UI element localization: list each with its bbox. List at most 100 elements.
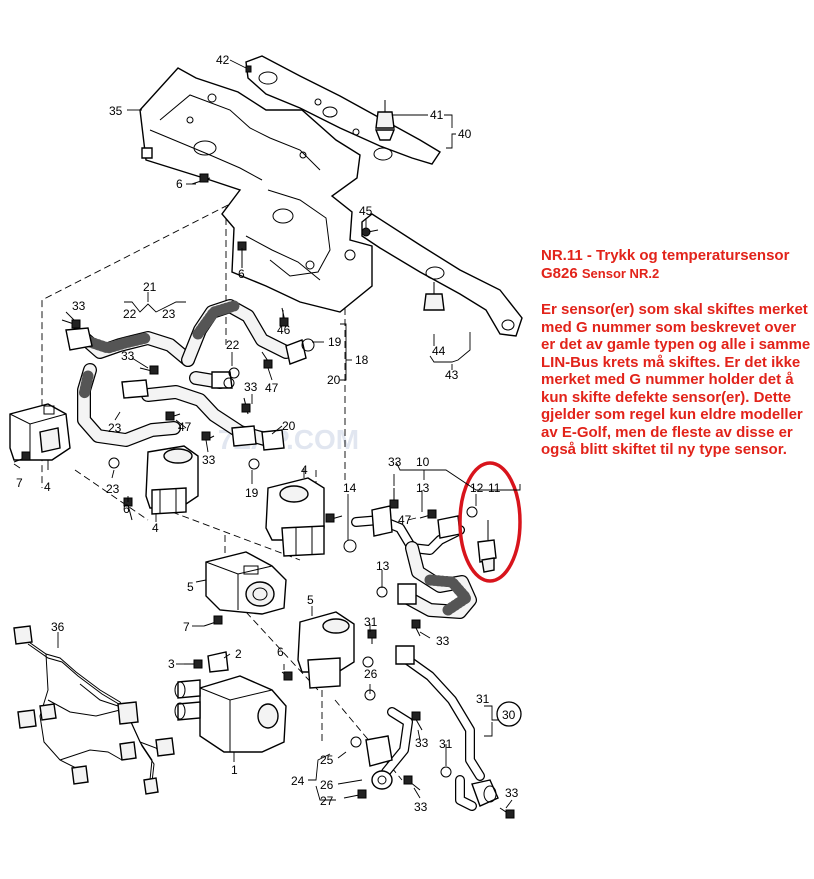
screw-icon (343, 789, 367, 799)
callout-circle-30 (496, 701, 522, 727)
label-21: 21 (143, 280, 157, 294)
note-title: NR.11 - Trykk og temperatursensor G826 S… (541, 247, 811, 282)
screw-icon (61, 319, 81, 329)
highlight-circle (458, 461, 522, 583)
label-18: 18 (355, 353, 369, 367)
label-13a: 13 (416, 481, 430, 495)
label-27: 27 (320, 794, 334, 808)
label-23c: 23 (106, 482, 120, 496)
coolant-hose-assembly (65, 299, 315, 451)
label-33h: 33 (414, 800, 428, 814)
label-31b: 31 (476, 692, 490, 706)
label-30: 30 (502, 708, 516, 722)
label-12: 12 (470, 481, 484, 495)
label-6d: 6 (277, 645, 284, 659)
label-33g: 33 (415, 736, 429, 750)
label-25: 25 (320, 753, 334, 767)
label-44: 44 (432, 344, 446, 358)
label-3: 3 (168, 657, 175, 671)
label-33f: 33 (436, 634, 450, 648)
screw-icon (191, 173, 211, 185)
note-title-suffix: Sensor NR.2 (581, 265, 660, 281)
label-45: 45 (359, 204, 373, 218)
label-46: 46 (277, 323, 291, 337)
label-42: 42 (216, 53, 230, 67)
label-23b: 23 (108, 421, 122, 435)
label-23a: 23 (162, 307, 176, 321)
label-41: 41 (430, 108, 444, 122)
label-4c: 4 (152, 521, 159, 535)
screw-icon (403, 775, 421, 791)
actuator-4-center (145, 445, 199, 515)
note-body: Er sensor(er) som skal skiftes merket me… (541, 301, 811, 458)
screw-icon (325, 513, 343, 523)
note-title-main: NR.11 - Trykk og temperatursensor G826 (541, 247, 790, 282)
screw-icon (499, 807, 515, 819)
label-6a: 6 (176, 177, 183, 191)
label-33i: 33 (505, 786, 519, 800)
label-26a: 26 (364, 667, 378, 681)
screw-icon (281, 671, 293, 681)
label-4b: 4 (44, 480, 51, 494)
label-6c: 6 (123, 502, 130, 516)
screw-icon (184, 659, 203, 669)
mounting-bracket (139, 67, 373, 313)
screw-icon (419, 509, 437, 519)
label-43: 43 (445, 368, 459, 382)
label-33c: 33 (244, 380, 258, 394)
label-20b: 20 (282, 419, 296, 433)
fasteners (13, 65, 515, 819)
screw-icon (201, 431, 215, 441)
label-20a: 20 (327, 373, 341, 387)
label-40: 40 (458, 127, 472, 141)
label-11: 11 (488, 481, 501, 495)
screw-icon (389, 488, 399, 509)
label-24: 24 (291, 774, 305, 788)
screw-icon (261, 351, 273, 369)
label-33b: 33 (121, 349, 135, 363)
actuator-4-left (9, 403, 71, 461)
label-36: 36 (51, 620, 65, 634)
annotation-note: NR.11 - Trykk og temperatursensor G826 S… (541, 247, 811, 459)
label-7b: 7 (183, 620, 190, 634)
screw-icon (245, 65, 252, 73)
label-31c: 31 (439, 737, 453, 751)
screw-icon (13, 451, 31, 463)
label-47a: 47 (265, 381, 279, 395)
screw-icon (367, 629, 377, 644)
label-35: 35 (109, 104, 123, 118)
label-5a: 5 (187, 580, 194, 594)
label-2: 2 (235, 647, 242, 661)
label-5b: 5 (307, 593, 314, 607)
label-33a: 33 (72, 299, 86, 313)
label-33d: 33 (202, 453, 216, 467)
screw-icon (203, 615, 223, 627)
wiring-harness (13, 625, 175, 795)
label-19b: 19 (245, 486, 259, 500)
leader-lines (13, 59, 521, 809)
label-10: 10 (416, 455, 430, 469)
valve-5-lower (297, 611, 355, 689)
label-4a: 4 (301, 463, 308, 477)
valve-block-1 (174, 651, 287, 753)
part-labels: 42 35 41 40 6 45 6 21 22 23 33 46 19 18 … (16, 53, 519, 814)
screw-icon (411, 711, 423, 731)
label-14: 14 (343, 481, 357, 495)
frame-rail-upper (245, 55, 441, 165)
valve-5-upper (205, 551, 287, 615)
label-13b: 13 (376, 559, 390, 573)
label-47b: 47 (178, 420, 192, 434)
frame-rail-lower (361, 213, 523, 337)
label-6b: 6 (238, 267, 245, 281)
label-1: 1 (231, 763, 238, 777)
label-26b: 26 (320, 778, 334, 792)
screw-icon (165, 411, 181, 421)
label-22a: 22 (123, 307, 137, 321)
label-19a: 19 (328, 335, 342, 349)
screw-icon (411, 619, 421, 637)
refrigerant-lines (108, 367, 499, 811)
actuator-4-right (265, 477, 325, 557)
screw-icon (241, 397, 251, 415)
label-33e: 33 (388, 455, 402, 469)
